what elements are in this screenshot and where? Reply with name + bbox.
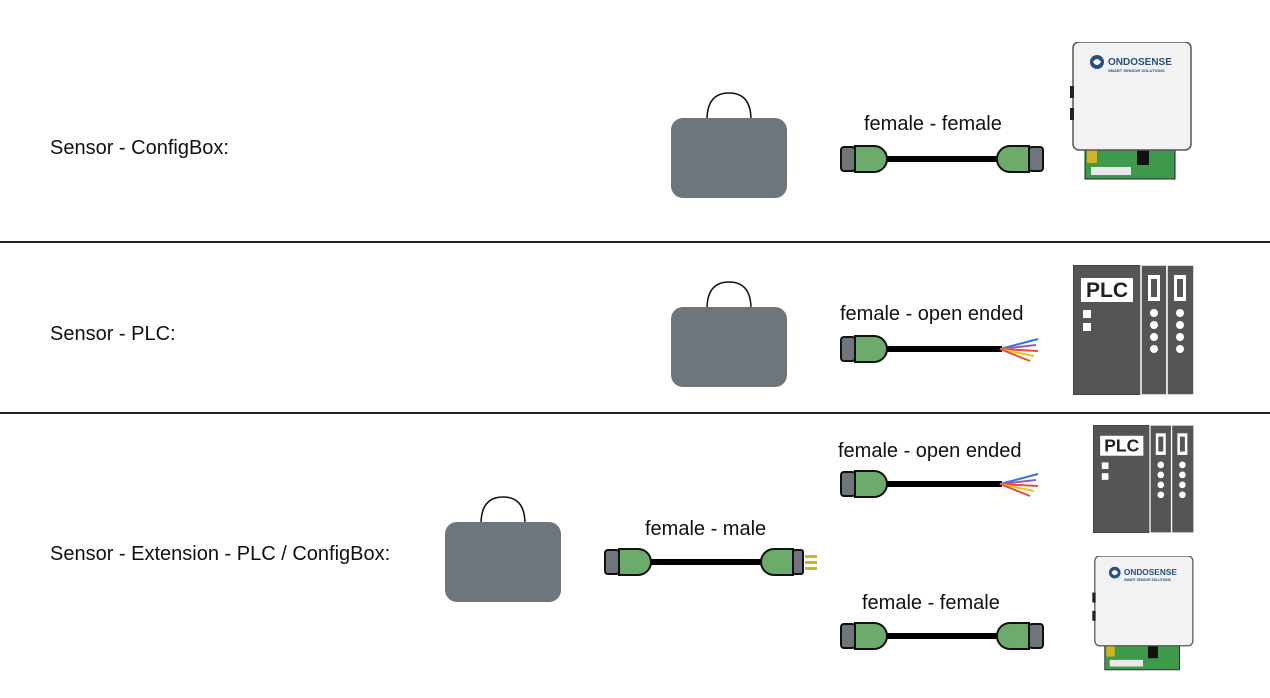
plc-label: PLC: [1104, 436, 1139, 456]
row-divider: [0, 241, 1270, 243]
plc-icon: PLC: [1072, 264, 1197, 400]
cable-female-female-icon: [840, 143, 1044, 180]
plc-icon: PLC: [1093, 424, 1197, 538]
sensor-icon: [444, 494, 562, 609]
row-divider: [0, 412, 1270, 414]
row-label-sensor-extension: Sensor - Extension - PLC / ConfigBox:: [50, 543, 391, 565]
cable-label-female-open-ended: female - open ended: [840, 303, 1024, 325]
cable-label-female-male: female - male: [645, 518, 767, 540]
cable-female-open-ended-icon: [840, 468, 1044, 505]
cable-label-female-female: female - female: [862, 592, 1000, 614]
cable-female-female-icon: [840, 620, 1044, 657]
configbox-logo-tagline: SMART SENSOR SOLUTIONS: [1124, 578, 1172, 582]
cable-female-open-ended-icon: [840, 333, 1044, 370]
configbox-logo-brand: ONDOSENSE: [1108, 57, 1172, 68]
plc-label: PLC: [1086, 279, 1128, 302]
configbox-icon: ONDOSENSE SMART SENSOR SOLUTIONS: [1065, 41, 1197, 189]
configbox-icon: ONDOSENSE SMART SENSOR SOLUTIONS: [1088, 555, 1198, 679]
sensor-icon: [670, 279, 788, 394]
configbox-logo-brand: ONDOSENSE: [1124, 567, 1177, 577]
row-label-sensor-plc: Sensor - PLC:: [50, 323, 176, 345]
cable-label-female-female: female - female: [864, 113, 1002, 135]
configbox-logo-tagline: SMART SENSOR SOLUTIONS: [1108, 68, 1165, 73]
sensor-icon: [670, 90, 788, 205]
cable-label-female-open-ended: female - open ended: [838, 440, 1022, 462]
row-label-sensor-configbox: Sensor - ConfigBox:: [50, 137, 229, 159]
cable-female-male-icon: [604, 546, 826, 583]
